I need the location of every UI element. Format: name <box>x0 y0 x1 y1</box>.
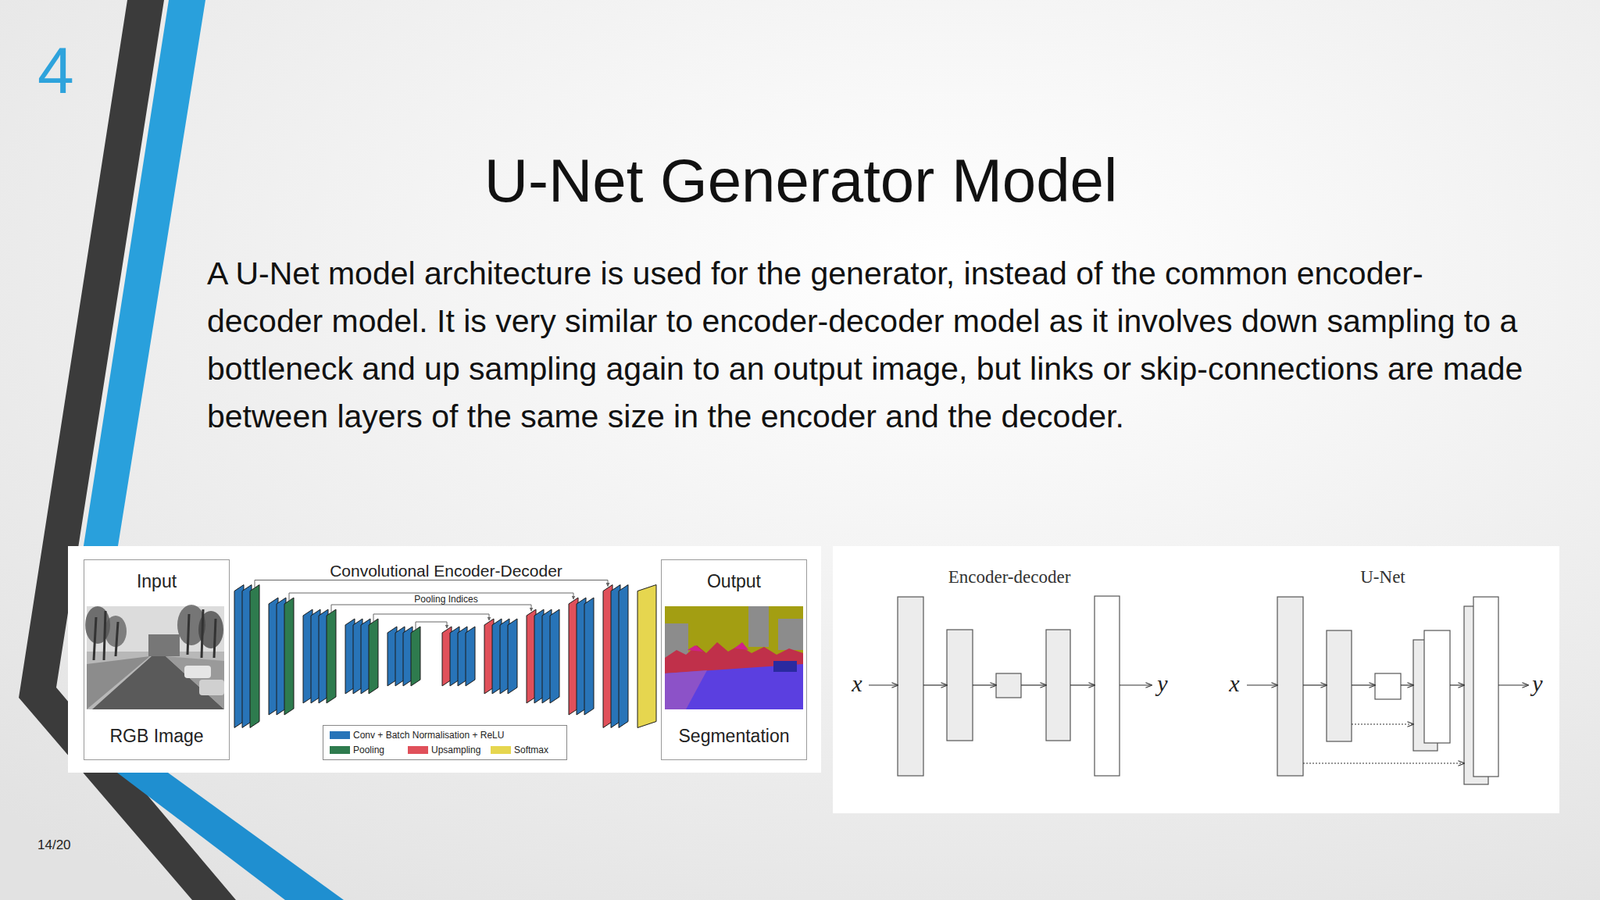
layer-slab <box>368 618 379 694</box>
block-diagram <box>897 596 924 776</box>
flow-arrow <box>923 684 947 686</box>
skip-arrow <box>1351 723 1414 725</box>
legend-text: Softmax <box>514 744 549 756</box>
layer-slab <box>250 585 260 729</box>
street-photo <box>86 606 225 710</box>
street-photo <box>148 634 180 657</box>
legend-text: Conv + Batch Normalisation + ReLU <box>353 729 504 741</box>
legend-swatch <box>329 731 350 740</box>
variable-name: y <box>1157 670 1168 698</box>
block-diagram <box>897 596 1499 785</box>
layer-slab <box>637 585 657 729</box>
layer-stack <box>234 585 657 729</box>
segmentation-map <box>687 642 749 652</box>
flow-arrow <box>1246 684 1278 686</box>
skip-arrow <box>1303 762 1465 764</box>
flow-arrow <box>1498 684 1529 686</box>
legend-swatch <box>329 746 350 754</box>
segmentation-map <box>664 606 804 710</box>
image-frame: OutputSegmentation <box>660 559 808 761</box>
flow-arrow <box>1303 684 1327 686</box>
image-frame: InputRGB Image <box>83 559 230 761</box>
block-diagram <box>946 629 973 741</box>
layer-slab <box>284 597 294 715</box>
block-diagram <box>1094 596 1120 776</box>
flow-arrow <box>1119 684 1152 686</box>
frame-caption: RGB Image <box>109 725 204 747</box>
layer-slab <box>507 618 518 694</box>
layer-slab <box>410 626 421 686</box>
variable-name: x <box>851 670 862 698</box>
street-photo <box>184 665 211 679</box>
segmentation-map <box>773 660 797 672</box>
legend-box: Conv + Batch Normalisation + ReLU Pooling… <box>322 725 568 761</box>
page-number: 14/20 <box>37 837 72 854</box>
legend-entry: Conv + Batch Normalisation + ReLU <box>329 729 504 741</box>
panel-title: Encoder-decoder <box>948 567 1072 588</box>
segmentation-map <box>664 670 708 710</box>
frame-caption: Segmentation <box>678 725 790 747</box>
layer-slab <box>618 585 629 729</box>
blue-stripe <box>82 0 206 551</box>
layer-slab <box>465 626 475 686</box>
layer-slab <box>326 609 336 704</box>
layer-slab <box>584 597 594 715</box>
block-diagram <box>1046 629 1071 741</box>
flow-arrow <box>1450 684 1465 686</box>
legend-entry: Upsampling <box>407 744 481 756</box>
flow-arrows <box>254 580 1529 765</box>
block-diagram <box>1473 596 1499 777</box>
slide-number: 4 <box>37 32 75 109</box>
block-diagram <box>1375 673 1401 700</box>
legend-swatch <box>490 746 511 754</box>
blue-stripe <box>117 772 344 900</box>
block-diagram <box>1424 630 1450 743</box>
layer-slab <box>550 609 560 704</box>
legend-text: Upsampling <box>431 744 481 756</box>
frame-heading: Input <box>136 571 177 593</box>
legend-swatch <box>407 746 429 754</box>
pooling-line <box>373 614 490 622</box>
pooling-line <box>415 621 447 630</box>
street-photo <box>199 679 225 696</box>
image-panel <box>67 546 822 773</box>
flow-arrow <box>1021 684 1047 686</box>
slide-title: U-Net Generator Model <box>484 150 1118 211</box>
segmentation-map <box>778 618 804 650</box>
street-photo <box>165 656 225 710</box>
block-diagram <box>1277 596 1304 776</box>
variable-name: x <box>1228 670 1240 698</box>
flow-arrow <box>972 684 997 686</box>
flow-arrow <box>868 684 898 686</box>
image-panel <box>832 546 1560 814</box>
variable-name: y <box>1532 670 1543 698</box>
flow-arrow <box>1070 684 1095 686</box>
body-text: A U-Net model architecture is used for t… <box>207 250 1536 441</box>
pooling-line <box>254 580 608 589</box>
frame-heading: Output <box>707 571 761 593</box>
street-photo <box>85 604 225 710</box>
legend-entry: Pooling <box>329 744 385 756</box>
flow-arrow <box>1351 684 1375 686</box>
panel-title: U-Net <box>1360 567 1405 588</box>
segmentation-map <box>664 606 804 710</box>
street-photo <box>92 656 225 710</box>
pooling-line <box>331 604 532 613</box>
legend-entry: Softmax <box>490 744 549 756</box>
segmentation-map <box>748 606 769 647</box>
street-photo <box>93 609 216 661</box>
flow-arrow <box>1400 684 1414 686</box>
block-diagram <box>1326 630 1352 742</box>
figure-title: Convolutional Encoder-Decoder <box>329 561 563 581</box>
annotation: Pooling Indices <box>414 594 478 606</box>
legend-text: Pooling <box>353 744 385 756</box>
block-diagram <box>996 673 1022 698</box>
